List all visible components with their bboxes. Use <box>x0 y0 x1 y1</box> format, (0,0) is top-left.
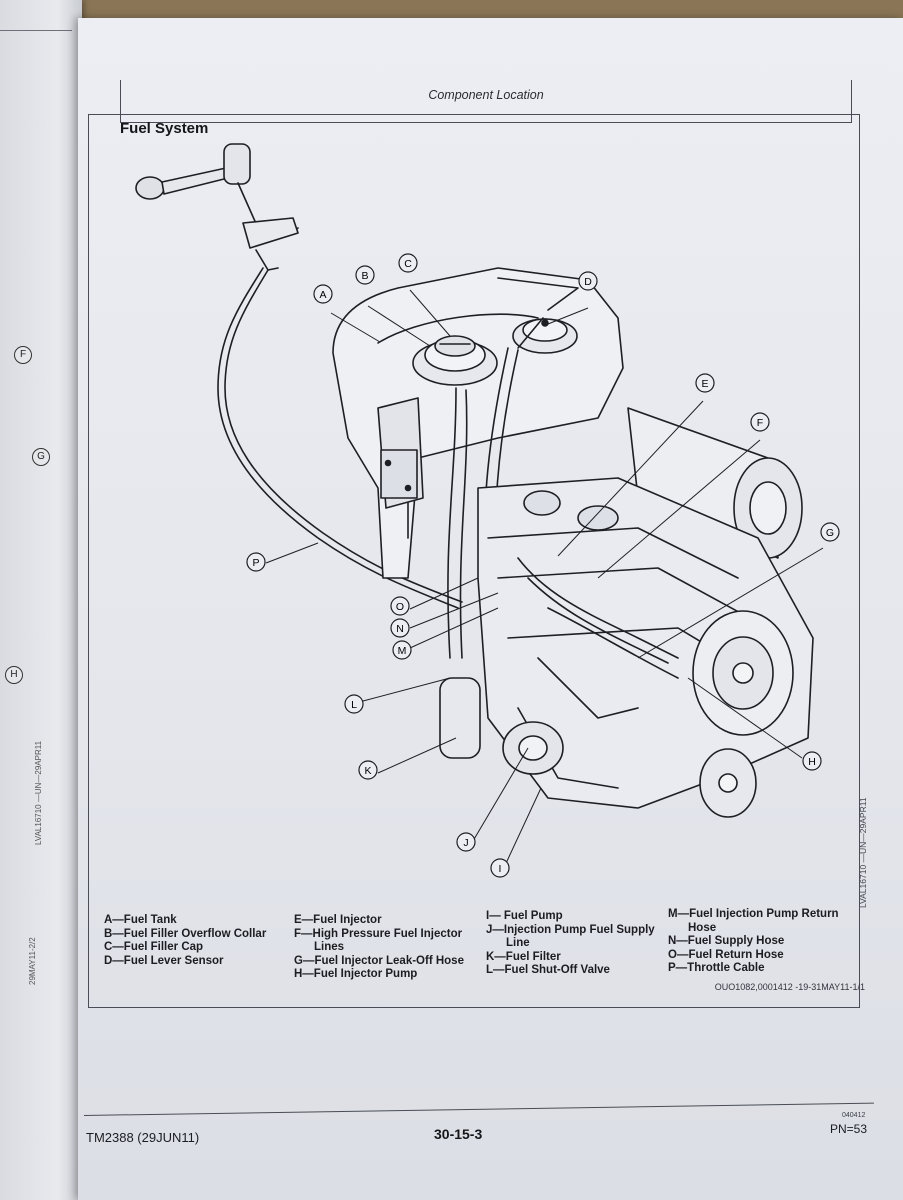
muffler <box>627 407 803 559</box>
fuel-level-sensor <box>497 277 579 354</box>
fuel-pump <box>502 721 564 775</box>
fuel-filter <box>439 677 481 759</box>
footer-rule <box>83 1102 874 1117</box>
legend-column-4: M—Fuel Injection Pump Return Hose N—Fuel… <box>668 908 839 976</box>
svg-text:E: E <box>701 378 708 390</box>
callout-c: C <box>398 253 418 273</box>
legend-item: G—Fuel Injector Leak-Off Hose <box>294 954 464 967</box>
legend-column-1: A—Fuel Tank B—Fuel Filler Overflow Colla… <box>104 914 266 968</box>
callout-g: G <box>820 522 840 542</box>
svg-text:D: D <box>584 276 592 288</box>
callout-n: N <box>390 618 410 638</box>
callout-o: O <box>390 596 410 616</box>
legend-item-continuation: Line <box>506 937 530 949</box>
legend-item: H—Fuel Injector Pump <box>294 968 418 980</box>
svg-text:K: K <box>364 765 371 777</box>
svg-text:A: A <box>319 289 326 301</box>
legend-item: J—Injection Pump Fuel Supply <box>486 923 655 936</box>
legend-item: O—Fuel Return Hose <box>668 948 784 961</box>
left-callout-g: G <box>32 448 50 466</box>
svg-text:M: M <box>398 645 407 657</box>
callout-b: B <box>355 265 375 285</box>
figure-side-reference: LVAL16710 —UN—29APR11 <box>858 797 868 908</box>
page-pn: PN=53 <box>830 1122 868 1136</box>
callout-i: I <box>490 858 510 878</box>
callout-h: H <box>802 751 822 771</box>
svg-text:B: B <box>361 270 368 282</box>
leader-lines <box>265 289 824 875</box>
fuel-system-diagram: A B C D E F G H I J K L M N O P <box>135 143 840 878</box>
page-number: 30-15-3 <box>434 1126 483 1142</box>
callout-m: M <box>392 640 412 660</box>
left-page-bottom-text: 29MAY11-2/2 <box>28 937 37 985</box>
manual-page: Component Location Fuel System <box>78 18 903 1200</box>
fuel-supply-hose <box>447 387 457 659</box>
svg-text:O: O <box>396 601 404 613</box>
callout-group: A B C D E F G H I J K L M N O P <box>246 253 840 878</box>
svg-text:N: N <box>396 623 404 635</box>
throttle-lever <box>135 143 299 271</box>
legend-item: C—Fuel Filler Cap <box>104 941 204 953</box>
page-header-title: Component Location <box>428 88 544 102</box>
header-bar: Component Location <box>120 80 852 123</box>
manual-id: TM2388 (29JUN11) <box>86 1130 200 1145</box>
legend-item: P—Throttle Cable <box>668 962 765 974</box>
cooling-fan <box>692 610 794 818</box>
callout-a: A <box>313 284 333 304</box>
svg-text:I: I <box>499 863 502 875</box>
legend-item: A—Fuel Tank <box>104 914 177 926</box>
callout-f: F <box>750 412 770 432</box>
legend-item: L—Fuel Shut-Off Valve <box>486 964 610 976</box>
left-page: F G H LVAL16710 —UN—29APR11 29MAY11-2/2 <box>0 0 82 1200</box>
legend-column-2: E—Fuel Injector F—High Pressure Fuel Inj… <box>294 914 464 982</box>
section-title: Fuel System <box>120 120 209 137</box>
legend-item: K—Fuel Filter <box>486 950 561 963</box>
legend-item: N—Fuel Supply Hose <box>668 935 785 947</box>
legend-item: F—High Pressure Fuel Injector <box>294 927 463 940</box>
svg-text:L: L <box>351 699 357 711</box>
left-callout-f: F <box>14 346 32 364</box>
callout-e: E <box>695 373 715 393</box>
callout-k: K <box>358 760 378 780</box>
callout-d: D <box>578 271 598 291</box>
left-page-vertical-text: LVAL16710 —UN—29APR11 <box>34 740 43 845</box>
figure-reference-code: OUO1082,0001412 -19-31MAY11-1/1 <box>714 982 865 992</box>
left-callout-h: H <box>5 666 23 684</box>
svg-text:G: G <box>826 527 834 539</box>
legend-column-3: I— Fuel Pump J—Injection Pump Fuel Suppl… <box>486 910 655 978</box>
injector-lines <box>517 557 679 659</box>
legend-item: E—Fuel Injector <box>294 914 382 926</box>
svg-text:J: J <box>463 837 468 849</box>
legend-item-continuation: Hose <box>688 921 717 934</box>
figure-frame <box>88 114 860 1008</box>
legend-item: I— Fuel Pump <box>486 910 563 922</box>
legend-item: B—Fuel Filler Overflow Collar <box>104 927 267 940</box>
left-page-rule <box>0 30 72 31</box>
svg-text:P: P <box>252 557 259 569</box>
legend-item: D—Fuel Lever Sensor <box>104 954 224 967</box>
legend-item-continuation: Lines <box>314 941 345 953</box>
callout-p: P <box>246 552 266 572</box>
footer-small-code: 040412 <box>842 1112 866 1119</box>
legend-item: M—Fuel Injection Pump Return <box>668 908 839 920</box>
svg-text:H: H <box>808 756 816 768</box>
callout-j: J <box>456 832 476 852</box>
callout-l: L <box>344 694 364 714</box>
svg-text:C: C <box>404 258 412 270</box>
svg-text:F: F <box>757 417 763 429</box>
fuel-filler-cap <box>412 335 498 386</box>
